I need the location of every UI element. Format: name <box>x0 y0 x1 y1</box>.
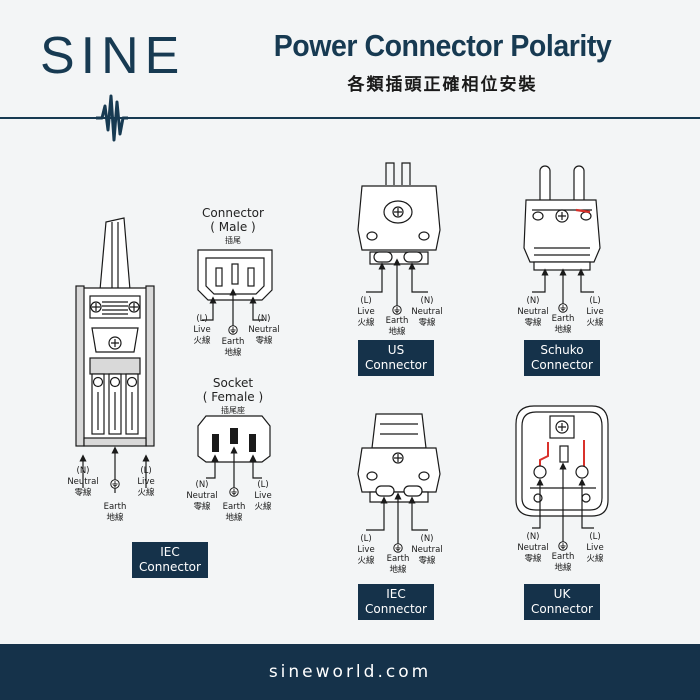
male-heading: Connector( Male )插尾 <box>202 206 264 245</box>
male-inlet-drawing <box>197 249 273 335</box>
uk-plug-drawing <box>515 405 609 551</box>
brand-logo: SINE <box>40 27 186 85</box>
schuko-plug-drawing <box>523 165 601 313</box>
page-subtitle: 各類插頭正確相位安裝 <box>347 75 538 95</box>
website-link[interactable]: sineworld.com <box>268 662 432 682</box>
female-heading: Socket( Female )插尾座 <box>202 376 264 415</box>
female-socket-drawing <box>197 415 271 497</box>
footer-bar: sineworld.com <box>0 644 700 700</box>
page-title: Power Connector Polarity <box>273 28 612 63</box>
iec-plug-drawing <box>357 413 441 553</box>
us-plug-drawing <box>357 162 441 315</box>
iec-rewireable-connector-drawing <box>75 217 155 493</box>
header-divider <box>0 117 700 119</box>
